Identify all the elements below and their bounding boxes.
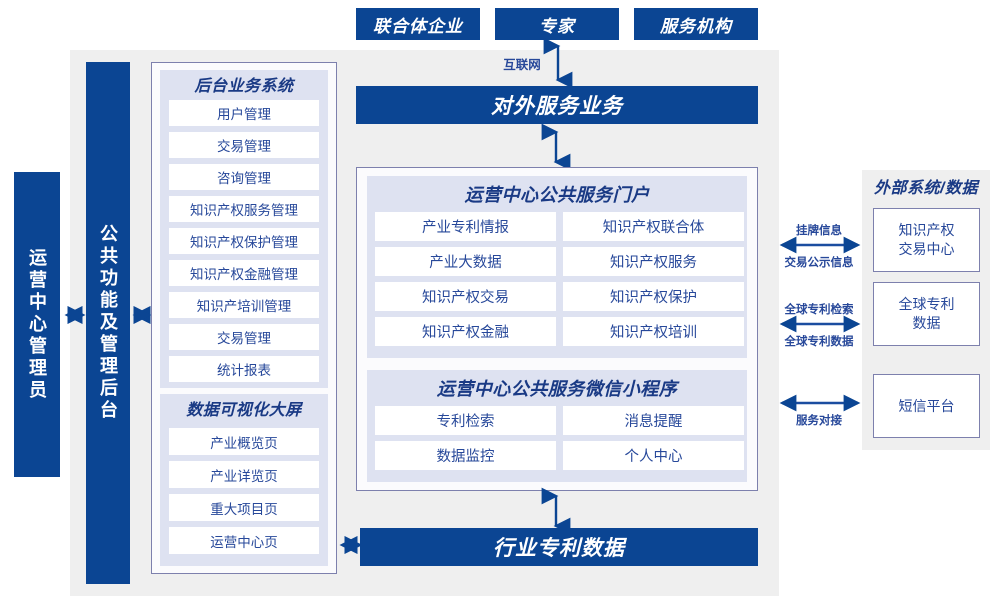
external-service-bar-label: 对外服务业务 <box>491 95 623 118</box>
arrow-common-to-backend <box>130 305 154 325</box>
portal-item-r2[interactable]: 知识产权保护 <box>563 282 744 311</box>
top-box-experts[interactable]: 专家 <box>495 8 619 40</box>
portal-item-l0[interactable]: 产业专利情报 <box>375 212 556 241</box>
backend-item-6-label: 知识产培训管理 <box>196 299 292 314</box>
top-box-experts-label: 专家 <box>539 16 575 36</box>
arrow-service-to-portal <box>541 123 571 171</box>
wechat-item-l1[interactable]: 数据监控 <box>375 441 556 470</box>
backend-item-4-label: 知识产权保护管理 <box>190 235 298 250</box>
common-function-label: 公共功能及管理后台 <box>98 224 118 422</box>
internet-label: 互联网 <box>503 58 541 72</box>
wechat-item-r1[interactable]: 个人中心 <box>563 441 744 470</box>
connector-label-1-below: 全球专利数据 <box>784 336 854 348</box>
backend-item-8[interactable]: 统计报表 <box>169 356 319 382</box>
backend-item-7-label: 交易管理 <box>217 331 271 346</box>
top-box-service-org[interactable]: 服务机构 <box>634 8 758 40</box>
arrow-backend-to-industry-data <box>337 535 365 555</box>
connector-label-0-above: 挂牌信息 <box>796 225 842 237</box>
portal-item-r1[interactable]: 知识产权服务 <box>563 247 744 276</box>
external-system-global-patent-line1: 全球专利 <box>898 296 955 313</box>
wechat-item-r0[interactable]: 消息提醒 <box>563 406 744 435</box>
wechat-item-l1-label: 数据监控 <box>436 449 495 465</box>
connector-label-1-above: 全球专利检索 <box>784 304 854 316</box>
backend-item-3[interactable]: 知识产权服务管理 <box>169 196 319 222</box>
portal-item-r3[interactable]: 知识产权培训 <box>563 317 744 346</box>
backend-item-4[interactable]: 知识产权保护管理 <box>169 228 319 254</box>
dataviz-item-2-label: 重大项目页 <box>210 501 278 517</box>
dataviz-item-3-label: 运营中心页 <box>210 534 278 550</box>
portal-item-l1[interactable]: 产业大数据 <box>375 247 556 276</box>
dataviz-item-3[interactable]: 运营中心页 <box>169 527 319 554</box>
backend-item-0[interactable]: 用户管理 <box>169 100 319 126</box>
backend-item-5-label: 知识产权金融管理 <box>190 267 298 282</box>
external-systems-title: 外部系统/数据 <box>874 180 978 197</box>
wechat-item-r0-label: 消息提醒 <box>624 414 683 430</box>
portal-item-r2-label: 知识产权保护 <box>610 290 697 306</box>
backend-item-8-label: 统计报表 <box>217 363 271 378</box>
dataviz-item-1[interactable]: 产业详览页 <box>169 461 319 488</box>
portal-item-l1-label: 产业大数据 <box>429 255 502 271</box>
portal-item-l0-label: 产业专利情报 <box>422 220 509 236</box>
arrow-actor-to-common <box>60 305 90 325</box>
external-system-sms-platform[interactable]: 短信平台 <box>873 374 980 438</box>
top-box-consortium-label: 联合体企业 <box>373 16 463 36</box>
wechat-miniprogram-title: 运营中心公共服务微信小程序 <box>436 379 678 399</box>
backend-item-1[interactable]: 交易管理 <box>169 132 319 158</box>
industry-patent-data-label: 行业专利数据 <box>493 537 625 560</box>
portal-item-l3-label: 知识产权金融 <box>422 325 509 341</box>
portal-item-r0[interactable]: 知识产权联合体 <box>563 212 744 241</box>
arrow-portal-to-industry-data <box>541 487 571 535</box>
external-system-ip-exchange[interactable]: 知识产权 交易中心 <box>873 208 980 272</box>
backend-item-2[interactable]: 咨询管理 <box>169 164 319 190</box>
left-actor-operator[interactable]: 运营中心管理员 <box>14 172 60 477</box>
left-actor-label: 运营中心管理员 <box>27 247 47 402</box>
external-system-sms-platform-line1: 短信平台 <box>898 397 955 414</box>
backend-item-1-label: 交易管理 <box>217 139 271 154</box>
portal-item-l2-label: 知识产权交易 <box>422 290 509 306</box>
portal-item-r1-label: 知识产权服务 <box>610 255 697 271</box>
dataviz-item-2[interactable]: 重大项目页 <box>169 494 319 521</box>
external-system-ip-exchange-line2: 交易中心 <box>898 241 955 257</box>
data-visualization-title: 数据可视化大屏 <box>186 402 302 419</box>
external-system-ip-exchange-line1: 知识产权 <box>898 222 955 239</box>
backend-item-3-label: 知识产权服务管理 <box>190 203 298 218</box>
portal-item-r0-label: 知识产权联合体 <box>602 220 705 236</box>
arrow-internet <box>543 37 573 89</box>
arrow-external-0 <box>776 232 864 254</box>
connector-label-2-below: 服务对接 <box>796 415 842 427</box>
dataviz-item-0-label: 产业概览页 <box>210 435 278 451</box>
backend-item-6[interactable]: 知识产培训管理 <box>169 292 319 318</box>
external-system-global-patent-line2: 数据 <box>912 315 941 331</box>
backend-system-title: 后台业务系统 <box>194 78 294 95</box>
portal-item-l3[interactable]: 知识产权金融 <box>375 317 556 346</box>
dataviz-item-0[interactable]: 产业概览页 <box>169 428 319 455</box>
arrow-external-2 <box>776 390 864 412</box>
top-box-service-org-label: 服务机构 <box>660 16 732 36</box>
public-portal-title: 运营中心公共服务门户 <box>464 185 650 205</box>
portal-item-r3-label: 知识产权培训 <box>610 325 697 341</box>
dataviz-item-1-label: 产业详览页 <box>210 468 278 484</box>
wechat-item-r1-label: 个人中心 <box>624 449 683 465</box>
top-box-consortium[interactable]: 联合体企业 <box>356 8 480 40</box>
backend-item-5[interactable]: 知识产权金融管理 <box>169 260 319 286</box>
industry-patent-data-bar[interactable]: 行业专利数据 <box>360 528 758 566</box>
backend-item-7[interactable]: 交易管理 <box>169 324 319 350</box>
backend-item-2-label: 咨询管理 <box>217 171 271 186</box>
wechat-item-l0[interactable]: 专利检索 <box>375 406 556 435</box>
arrow-external-1 <box>776 311 864 333</box>
portal-item-l2[interactable]: 知识产权交易 <box>375 282 556 311</box>
backend-item-0-label: 用户管理 <box>217 107 271 122</box>
common-function-bar[interactable]: 公共功能及管理后台 <box>86 62 130 584</box>
external-system-global-patent[interactable]: 全球专利 数据 <box>873 282 980 346</box>
external-service-bar[interactable]: 对外服务业务 <box>356 86 758 124</box>
connector-label-0-below: 交易公示信息 <box>784 257 854 269</box>
wechat-item-l0-label: 专利检索 <box>436 414 495 430</box>
